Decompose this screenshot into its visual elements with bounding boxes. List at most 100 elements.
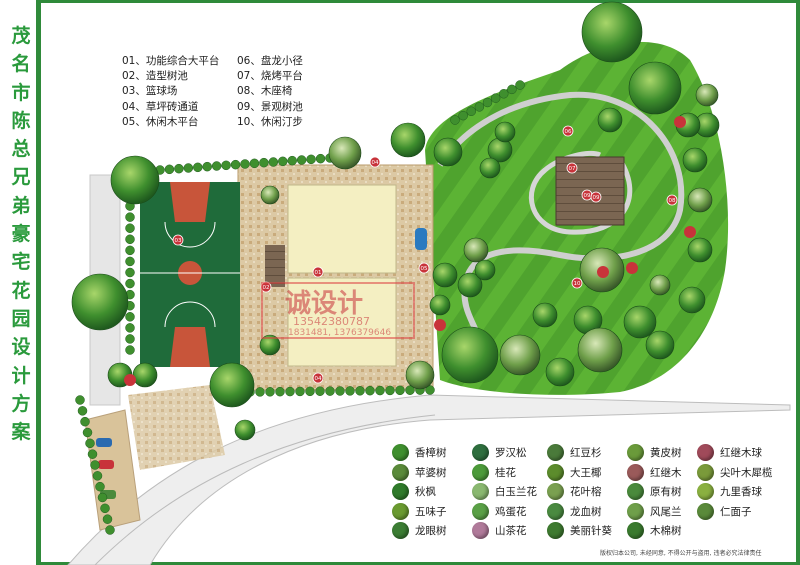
plant-symbol-icon xyxy=(547,444,564,461)
court-arc-bottom xyxy=(164,301,216,328)
hedge-shrub xyxy=(125,245,135,256)
car-blue xyxy=(96,438,112,447)
hedge-shrub xyxy=(255,387,265,397)
tree-symbol xyxy=(649,274,671,296)
plant-symbol-icon xyxy=(547,483,564,500)
building-upper xyxy=(287,184,397,274)
plant-symbol-icon xyxy=(697,444,714,461)
hedge-shrub xyxy=(482,97,493,108)
plan-marker-label: 09 xyxy=(584,193,591,199)
tree-symbol xyxy=(678,286,706,314)
plan-marker-label: 04 xyxy=(372,160,379,166)
function-legend-item: 07、烧烤平台 xyxy=(237,70,303,83)
watermark: 诚设计 13542380787 1831481, 1376379646 xyxy=(261,282,415,339)
tree-symbol xyxy=(328,136,362,170)
tree-symbol xyxy=(494,121,516,143)
title-char: 花 xyxy=(11,279,31,302)
road-edge xyxy=(94,414,436,565)
tree-symbol xyxy=(695,83,719,107)
plant-name: 红豆杉 xyxy=(570,447,602,459)
flower-shrub xyxy=(626,262,638,274)
title-char: 方 xyxy=(11,392,31,415)
plan-marker: 06 xyxy=(562,125,574,137)
hedge-shrub xyxy=(268,157,279,167)
plant-symbol-icon xyxy=(697,463,714,481)
building-lower xyxy=(287,277,397,367)
hedge-shrub xyxy=(315,386,325,396)
tree-symbol xyxy=(132,362,158,388)
hedge-shrub xyxy=(259,157,269,168)
hedge-shrub xyxy=(193,162,203,173)
function-legend-item: 10、休闲汀步 xyxy=(237,115,303,128)
plant-legend-item: 鸡蛋花 xyxy=(472,502,527,520)
tree-symbol xyxy=(623,305,657,339)
flower-shrub xyxy=(684,226,696,238)
plant-symbol-icon xyxy=(627,483,644,500)
hedge-shrub xyxy=(240,159,250,169)
plant-symbol-icon xyxy=(472,463,489,481)
hedge-shrub xyxy=(385,385,395,396)
plant-name: 红继木球 xyxy=(720,447,762,459)
plant-name: 尖叶木犀榄 xyxy=(720,466,773,479)
hedge-shrub xyxy=(125,267,135,278)
tree-symbol xyxy=(499,334,541,376)
tree-symbol xyxy=(682,147,708,173)
court-arc-top xyxy=(164,221,216,248)
hedge-shrub xyxy=(174,163,184,174)
plan-marker-label: 02 xyxy=(263,285,270,291)
plant-legend-item: 白玉兰花 xyxy=(472,483,537,500)
plant-legend-item: 大王椰 xyxy=(547,463,602,481)
plant-legend-item: 秋枫 xyxy=(392,483,436,500)
plant-legend-item: 红豆杉 xyxy=(547,444,602,461)
flower-shrub xyxy=(124,374,136,386)
hedge-shrub xyxy=(87,449,98,459)
hedge-shrub xyxy=(85,438,95,449)
hedge-shrub xyxy=(125,345,135,355)
plant-legend-item: 香樟树 xyxy=(392,444,447,461)
title-char: 案 xyxy=(11,421,31,444)
hedge-shrub xyxy=(450,115,460,125)
hedge-shrub xyxy=(183,163,194,173)
title-band-stripe xyxy=(36,0,41,565)
title-char: 园 xyxy=(11,307,31,330)
plant-name: 罗汉松 xyxy=(495,447,527,459)
plant-name: 白玉兰花 xyxy=(495,486,537,498)
plant-name: 秋枫 xyxy=(415,486,436,498)
plant-legend-item: 五味子 xyxy=(392,502,447,520)
hedge-shrub xyxy=(425,385,435,395)
tree-symbol xyxy=(432,262,458,288)
plant-legend: 香樟树苹婆树秋枫五味子龙眼树罗汉松桂花白玉兰花鸡蛋花山茶花红豆杉大王椰花叶榕龙血… xyxy=(392,444,792,544)
plan-marker-label: 09 xyxy=(593,195,600,201)
hedge-shrub xyxy=(278,156,288,167)
tree-symbol xyxy=(260,185,280,205)
hedge-shrub xyxy=(90,460,100,470)
tree-symbol xyxy=(577,327,623,373)
tree-symbol xyxy=(209,362,255,408)
plant-name: 桂花 xyxy=(495,466,516,479)
tree-symbol xyxy=(405,360,435,390)
plant-symbol-icon xyxy=(547,522,564,539)
hedge-shrub xyxy=(365,385,375,396)
bottom-border xyxy=(36,562,800,565)
hedge-shrub xyxy=(345,386,355,396)
plant-name: 美丽针葵 xyxy=(570,525,612,537)
title-char: 设 xyxy=(11,336,31,359)
hedge-shrub xyxy=(125,223,135,233)
hedge-shrub xyxy=(306,154,316,165)
tree-symbol xyxy=(645,330,675,360)
flower-shrub xyxy=(674,116,686,128)
entry-plaza xyxy=(128,385,225,470)
hedge-shrub xyxy=(125,312,135,322)
plant-symbol-icon xyxy=(697,483,714,500)
hedge-shrub xyxy=(105,525,115,535)
hedge-shrub xyxy=(507,84,517,95)
plan-marker-label: 05 xyxy=(421,266,428,272)
tree-symbol xyxy=(628,61,682,115)
plant-symbol-icon xyxy=(547,463,564,481)
hedge-shrub xyxy=(265,387,275,397)
hedge-shrub xyxy=(221,160,231,171)
hedge-shrub xyxy=(80,416,90,427)
tree-symbol xyxy=(474,259,496,281)
